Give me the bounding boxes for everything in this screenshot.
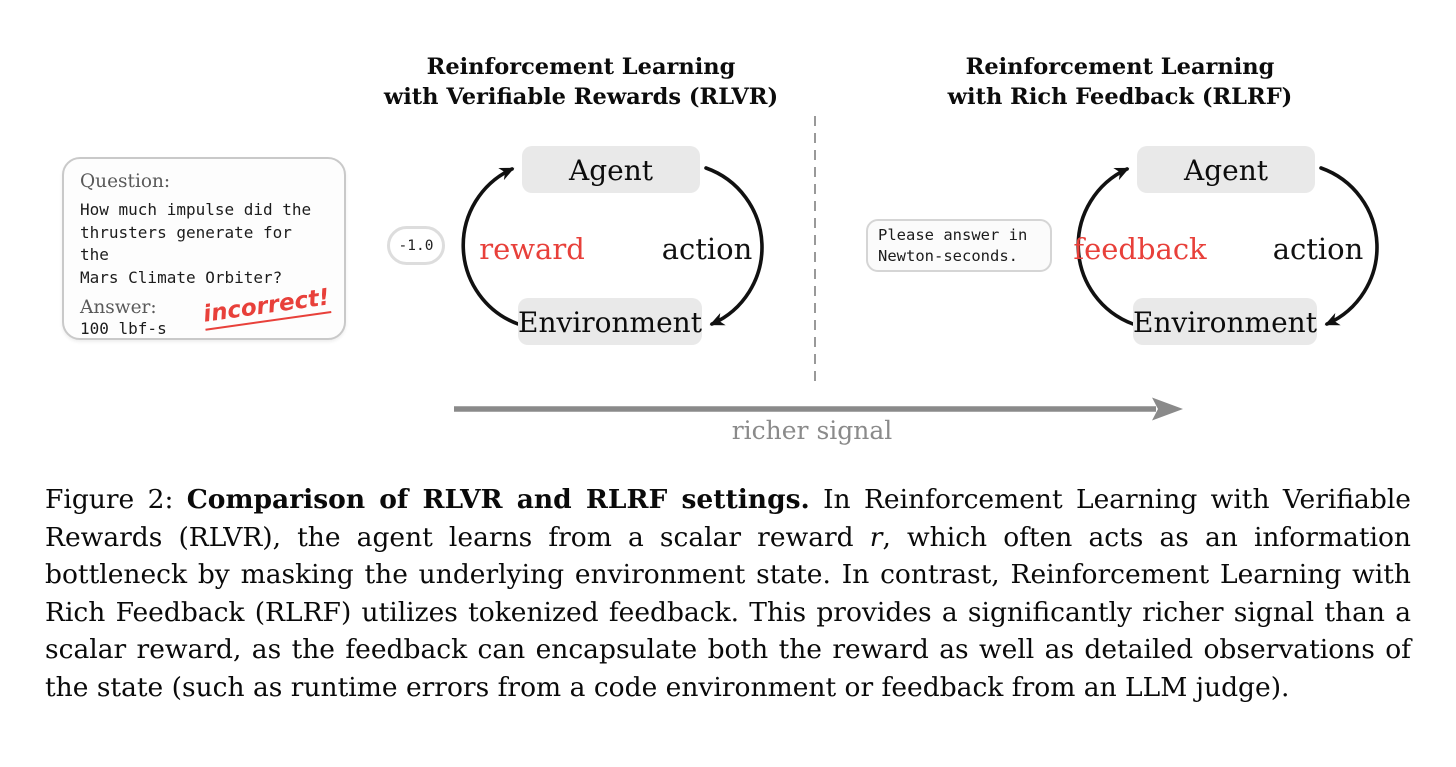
agent-box: [1137, 146, 1315, 193]
rlrf-title-line2: with Rich Feedback (RLRF): [947, 84, 1293, 110]
question-line: Mars Climate Orbiter?: [80, 267, 283, 287]
figure-caption: Figure 2: Comparison of RLVR and RLRF se…: [45, 481, 1411, 706]
agent-label: Agent: [568, 154, 654, 187]
richer-signal-arrow: [454, 397, 1183, 421]
environment-box: [518, 298, 702, 345]
feedback-card-line: Please answer in: [878, 225, 1028, 244]
answer-value: 100 lbf-s: [80, 319, 167, 338]
action-edge-label: action: [1273, 232, 1364, 266]
caption-body-1: In Reinforcement Learning with Verifiabl…: [45, 484, 1411, 553]
feedback-card-line: Newton-seconds.: [878, 246, 1018, 265]
richer-signal-label: richer signal: [731, 416, 893, 445]
action-edge-label: action: [662, 232, 753, 266]
feedback-edge-label: feedback: [1073, 232, 1207, 266]
reward-arrow-arc: [461, 167, 520, 326]
rlvr-title-line2: with Verifiable Rewards (RLVR): [383, 84, 779, 110]
question-text: How much impulse did the thrusters gener…: [80, 199, 328, 289]
feedback-card: Please answer in Newton-seconds.: [866, 219, 1052, 272]
reward-edge-label: reward: [479, 232, 585, 266]
rlvr-title: Reinforcement Learning with Verifiable R…: [371, 52, 791, 112]
rlvr-cycle-diagram: Agent Environment reward action: [461, 146, 764, 345]
question-card: Question: How much impulse did the thrus…: [62, 157, 346, 340]
panel-divider: [814, 116, 816, 386]
action-arrow-arc: [1319, 166, 1379, 326]
rlrf-title-line1: Reinforcement Learning: [965, 54, 1275, 80]
environment-box: [1133, 298, 1317, 345]
agent-label: Agent: [1183, 154, 1269, 187]
question-line: How much impulse did the: [80, 200, 312, 219]
caption-figure-number: Figure 2:: [45, 484, 187, 515]
caption-body-2: , which often acts as an information bot…: [45, 521, 1411, 703]
environment-label: Environment: [1133, 306, 1318, 339]
question-line: thrusters generate for the: [80, 222, 292, 265]
richer-signal-arrowhead: [1152, 397, 1183, 421]
reward-value: -1.0: [398, 237, 434, 254]
caption-bold-title: Comparison of RLVR and RLRF settings.: [186, 484, 810, 515]
rlrf-cycle-diagram: Agent Environment feedback action: [1073, 146, 1379, 345]
feedback-arrow-arc: [1076, 167, 1135, 326]
reward-value-badge: -1.0: [387, 226, 445, 265]
environment-label: Environment: [518, 306, 703, 339]
action-arrow-arc: [704, 166, 764, 326]
rlrf-title: Reinforcement Learning with Rich Feedbac…: [910, 52, 1330, 112]
agent-box: [522, 146, 700, 193]
caption-reward-symbol: r: [869, 521, 883, 553]
rlvr-title-line1: Reinforcement Learning: [426, 54, 736, 80]
question-heading: Question:: [80, 171, 171, 192]
answer-heading: Answer:: [80, 297, 157, 318]
